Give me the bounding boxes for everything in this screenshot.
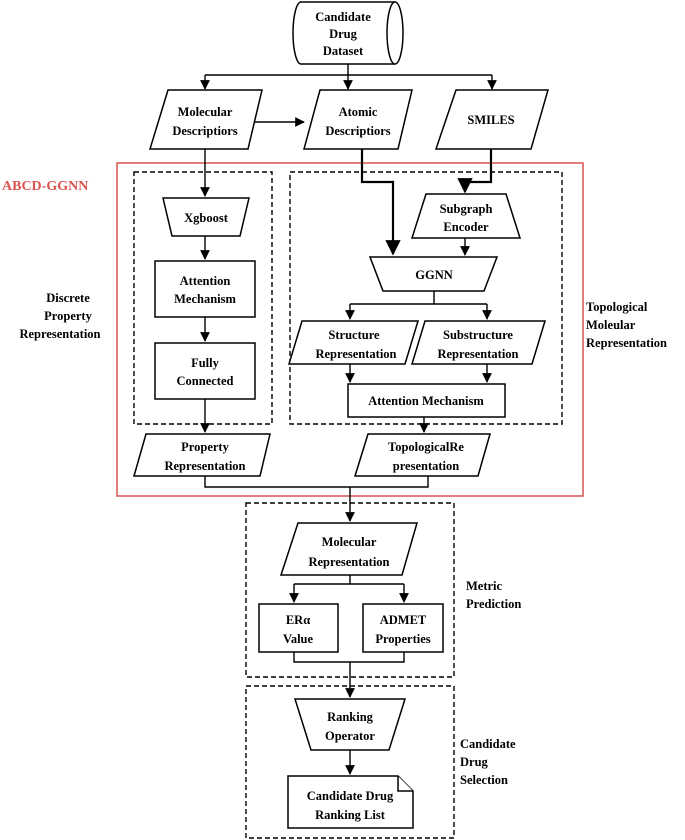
prop-rep-line-2: Representation xyxy=(164,459,245,473)
struct-line-1: Structure xyxy=(328,328,380,342)
svg-text:Attention Mechanism: Attention Mechanism xyxy=(368,394,484,408)
smiles-label: SMILES xyxy=(467,113,514,127)
svg-text:SMILES: SMILES xyxy=(467,113,514,127)
dataset-line-3: Dataset xyxy=(323,44,364,58)
node-smiles: SMILES xyxy=(434,89,549,150)
rank-list-line-2: Ranking List xyxy=(315,808,386,822)
struct-line-2: Representation xyxy=(315,347,396,361)
fc-line-2: Connected xyxy=(177,374,234,388)
node-topological-representation: TopologicalRe presentation xyxy=(353,433,491,477)
svg-text:GGNN: GGNN xyxy=(415,268,453,282)
diagram-title: ABCD-GGNN xyxy=(2,179,88,194)
svg-text:Xgboost: Xgboost xyxy=(184,211,229,225)
attn1-line-1: Attention xyxy=(180,274,231,288)
connectors xyxy=(200,63,497,775)
er-line-2: Value xyxy=(283,632,314,646)
substruct-line-1: Substructure xyxy=(443,328,513,342)
attn2-label: Attention Mechanism xyxy=(368,394,484,408)
node-ggnn: GGNN xyxy=(368,256,499,292)
node-xgboost: Xgboost xyxy=(162,197,250,237)
prop-rep-line-1: Property xyxy=(181,440,229,454)
rank-op-line-2: Operator xyxy=(325,729,375,743)
subgraph-line-2: Encoder xyxy=(443,220,489,234)
topo-rep-line-2: presentation xyxy=(393,459,459,473)
ggnn-label: GGNN xyxy=(415,268,453,282)
attn1-line-2: Mechanism xyxy=(174,292,236,306)
dataset-line-2: Drug xyxy=(329,27,358,41)
er-line-1: ERα xyxy=(286,613,310,627)
mol-rep-line-1: Molecular xyxy=(322,535,377,549)
topo-rep-line-1: TopologicalRe xyxy=(388,440,464,454)
mol-desc-line-1: Molecular xyxy=(178,105,233,119)
substruct-line-2: Representation xyxy=(437,347,518,361)
admet-line-2: Properties xyxy=(375,632,430,646)
dataset-line-1: Candidate xyxy=(315,10,371,24)
atom-desc-line-2: Descriptiors xyxy=(325,124,390,138)
admet-line-1: ADMET xyxy=(380,613,427,627)
rank-op-line-1: Ranking xyxy=(327,710,374,724)
node-attention-mechanism-2: Attention Mechanism xyxy=(347,383,506,418)
subgraph-line-1: Subgraph xyxy=(440,202,493,216)
node-admet-properties: ADMET Properties xyxy=(362,603,444,653)
atom-desc-line-1: Atomic xyxy=(339,105,378,119)
rank-list-line-1: Candidate Drug xyxy=(307,789,394,803)
mol-desc-line-2: Descriptiors xyxy=(172,124,237,138)
mol-rep-line-2: Representation xyxy=(308,555,389,569)
xgboost-label: Xgboost xyxy=(184,211,229,225)
fc-line-1: Fully xyxy=(191,356,220,370)
